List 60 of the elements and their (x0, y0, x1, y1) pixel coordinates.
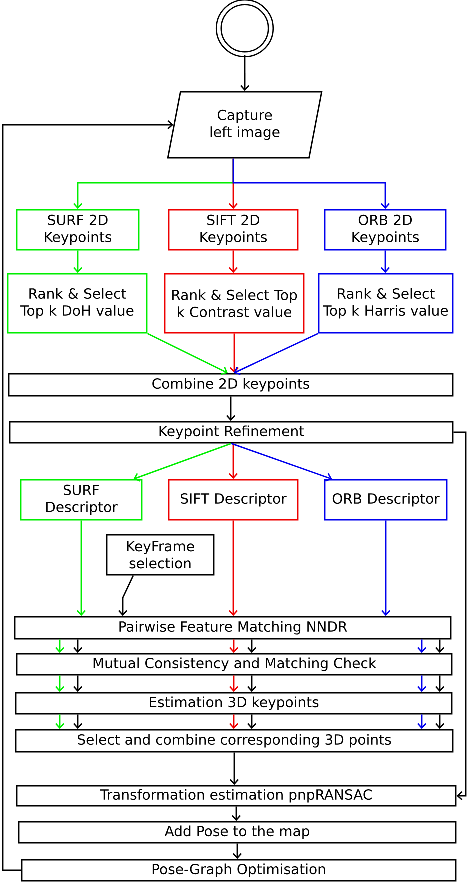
process-box: Estimation 3D keypoints (15, 692, 453, 715)
process-box: ORB Descriptor (324, 479, 448, 521)
arrow (232, 844, 242, 860)
process-box: Add Pose to the map (18, 821, 457, 844)
process-box: ORB 2D Keypoints (324, 209, 447, 251)
arrow (417, 714, 427, 730)
process-box: Rank & Select Top k Harris value (318, 273, 454, 334)
arrow (73, 714, 83, 730)
arrow (247, 676, 257, 692)
arrow (134, 443, 232, 482)
arrow (230, 334, 240, 374)
process-box: Keypoint Refinement (9, 421, 454, 444)
process-box: Combine 2D keypoints (8, 373, 454, 397)
arrow (55, 640, 65, 654)
arrow (435, 676, 445, 692)
arrow (229, 640, 239, 654)
arrow (232, 806, 242, 822)
process-box: SURF Descriptor (20, 479, 143, 521)
input-parallelogram: Capture left image (167, 91, 323, 159)
arrow (435, 714, 445, 730)
arrow (228, 444, 238, 480)
arrow (230, 752, 240, 786)
process-box: Pose-Graph Optimisation (21, 859, 457, 882)
process-box: Mutual Consistency and Matching Check (16, 653, 453, 676)
arrow (229, 676, 239, 692)
arrow (55, 676, 65, 692)
arrow (247, 714, 257, 730)
process-box: SIFT 2D Keypoints (168, 209, 299, 251)
process-box: Rank & Select Top k Contrast value (164, 273, 305, 334)
arrow (381, 520, 391, 616)
arrow (232, 158, 390, 210)
arrow (55, 714, 65, 730)
arrow (454, 432, 467, 801)
arrow (380, 250, 390, 274)
arrow (417, 640, 427, 654)
start-circle (216, 0, 274, 58)
arrow (2, 120, 174, 872)
arrow (247, 640, 257, 654)
process-box: SIFT Descriptor (168, 479, 299, 521)
arrow (240, 55, 250, 92)
arrow (226, 396, 236, 422)
arrow (228, 520, 238, 616)
arrow (73, 640, 83, 654)
arrow (435, 640, 445, 654)
process-box: SURF 2D Keypoints (16, 209, 140, 251)
process-box: Transformation estimation pnpRANSAC (16, 785, 457, 807)
process-box: Rank & Select Top k DoH value (7, 273, 148, 334)
arrow (234, 333, 319, 376)
arrow (228, 250, 238, 274)
process-box: KeyFrame selection (106, 534, 215, 576)
arrow (417, 676, 427, 692)
arrow (73, 250, 83, 274)
arrow (73, 676, 83, 692)
arrow (76, 520, 86, 616)
arrow (231, 443, 332, 482)
process-box: Select and combine corresponding 3D points (15, 729, 454, 753)
process-box: Pairwise Feature Matching NNDR (14, 616, 452, 640)
arrow (118, 575, 134, 616)
arrow (147, 333, 228, 376)
arrow (229, 714, 239, 730)
